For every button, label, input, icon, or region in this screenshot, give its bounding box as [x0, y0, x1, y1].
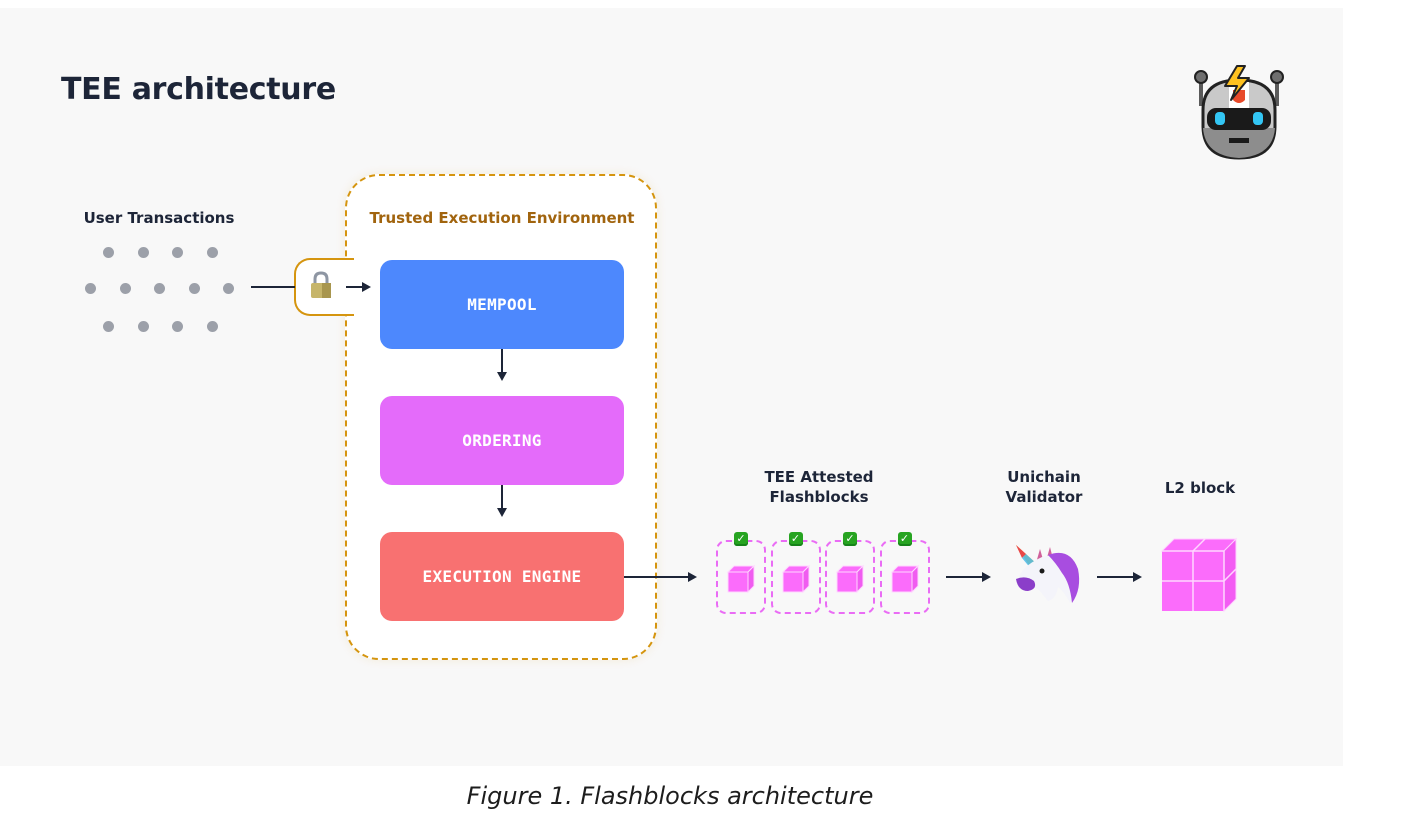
arrow-to-flashblocks	[688, 572, 697, 582]
transaction-dot	[188, 283, 200, 294]
arrow-to-l2-block	[1133, 572, 1142, 582]
cube-icon	[726, 564, 756, 594]
transaction-dot	[154, 283, 165, 294]
flashblocks-label-line1: TEE Attested	[764, 468, 874, 486]
transaction-dot	[172, 247, 183, 258]
cube-icon	[835, 564, 865, 594]
stage-ordering: ORDERING	[380, 396, 624, 485]
transaction-dot	[119, 283, 131, 294]
figure-caption: Figure 1. Flashblocks architecture	[466, 782, 874, 810]
l2-block-cube-icon	[1160, 537, 1238, 613]
transaction-dot	[206, 247, 218, 258]
transaction-dot	[223, 283, 234, 294]
transaction-dot	[85, 283, 96, 294]
stage-execution-engine: EXECUTION ENGINE	[380, 532, 624, 621]
validator-label-line1: Unichain	[1007, 468, 1081, 486]
user-transactions-label: User Transactions	[83, 209, 235, 227]
arrow-to-execution	[497, 508, 507, 517]
robot-lightning-icon	[1194, 65, 1284, 160]
stage-mempool: MEMPOOL	[380, 260, 624, 349]
flashblocks-label-line2: Flashblocks	[769, 488, 869, 506]
diagram-panel	[0, 8, 1343, 766]
l2-block-label: L2 block	[1164, 479, 1236, 497]
validator-label: Unichain Validator	[984, 467, 1104, 507]
mempool-to-ordering-line	[501, 349, 503, 372]
transaction-dot	[103, 321, 114, 332]
arrow-to-ordering	[497, 372, 507, 381]
validator-to-block-line	[1097, 576, 1133, 578]
unicorn-icon	[1016, 545, 1080, 603]
ordering-to-execution-line	[501, 485, 503, 508]
lock-icon	[311, 271, 331, 298]
flashblocks-to-validator-line	[946, 576, 982, 578]
cube-icon	[890, 564, 919, 594]
diagram-title: TEE architecture	[61, 72, 336, 107]
validator-label-line2: Validator	[1005, 488, 1083, 506]
tee-label: Trusted Execution Environment	[369, 209, 635, 227]
check-icon: ✓	[788, 532, 803, 546]
execution-to-flashblocks-line	[624, 576, 688, 578]
check-icon: ✓	[734, 532, 748, 546]
transaction-dot	[172, 321, 183, 332]
transaction-dot	[137, 247, 149, 258]
check-icon: ✓	[897, 532, 912, 546]
transaction-dot	[206, 321, 218, 332]
gate-connector	[346, 286, 362, 288]
flashblocks-label: TEE Attested Flashblocks	[733, 467, 905, 507]
transaction-dot	[137, 321, 149, 332]
check-icon: ✓	[843, 532, 857, 546]
cube-icon	[781, 564, 810, 594]
arrow-to-validator	[982, 572, 991, 582]
transaction-dot	[103, 247, 114, 258]
arrow-to-mempool	[362, 282, 371, 292]
transactions-connector	[251, 286, 295, 288]
